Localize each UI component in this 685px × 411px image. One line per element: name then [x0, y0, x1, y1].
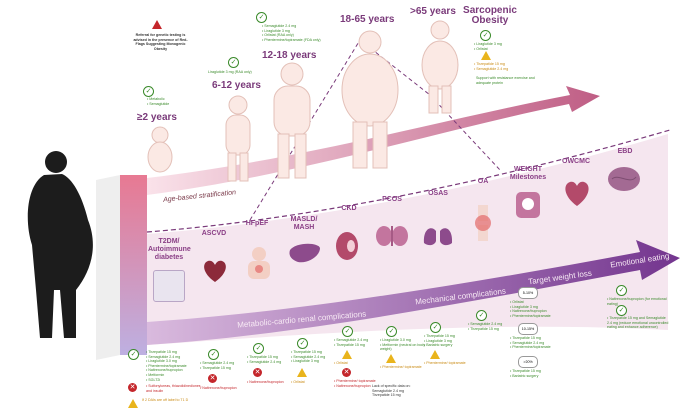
heart-vessels-icon: [565, 181, 589, 206]
age-label-6-12: 6-12 years: [212, 80, 261, 91]
condition-ebd-title: EBD: [617, 148, 633, 155]
child-figure-icon: [147, 126, 173, 173]
tier-badge: 10-15%: [518, 323, 538, 335]
hfpef-red-list: Naltrexone/bupropion: [243, 380, 291, 385]
check-icon: ✓: [228, 57, 239, 68]
dashed-band-boundary: [146, 129, 671, 233]
condition-masld-title: MASLD/ MASH: [290, 216, 318, 231]
age-label-sarcopenic: Sarcopenic Obesity: [463, 5, 517, 26]
weight-tier2-list: Tirzepatide 15 mgSemaglutide 2.4 mgPhent…: [506, 336, 560, 350]
ebd-green-list-2: Tirzepatide 15 mg and Semaglutide 2.4 mg…: [603, 316, 669, 330]
scale-icon: [516, 192, 540, 218]
tier-badge: 5-10%: [518, 287, 538, 299]
liver-icon: [289, 243, 320, 263]
osas-orange-list: Phentermine/ topiramate: [420, 361, 470, 366]
kidney-icon: [336, 232, 358, 260]
age-2-items: Metabolic Semaglutide: [143, 97, 202, 106]
check-icon: ✓: [208, 349, 219, 360]
condition-t2dm-title: T2DM/ Autoimmune diabetes: [148, 238, 191, 261]
sarcopenic-support: Support with resistance exercise and ade…: [476, 76, 535, 85]
age-label-2: ≥2 years: [137, 112, 177, 123]
x-icon: ✕: [208, 374, 217, 383]
age-label-12-18: 12-18 years: [262, 50, 317, 61]
check-icon: ✓: [386, 326, 397, 337]
ckd-orange-list: Orlistat: [330, 361, 380, 366]
warning-icon: [481, 51, 491, 60]
elderly-figure-icon: [421, 20, 459, 114]
person-silhouette-icon: [27, 151, 93, 338]
condition-weight-title: WEIGHT Milestones: [509, 166, 547, 181]
masld-orange-list: Orlistat: [287, 380, 335, 385]
adult-figure-icon: [341, 30, 399, 169]
teen-figure-icon: [273, 62, 311, 179]
check-icon: ✓: [253, 343, 264, 354]
condition-owcmc-title: OWCMC: [562, 158, 590, 165]
age-6-12-items: Liraglutide 3 mg (RAA only): [208, 70, 252, 74]
check-icon: ✓: [476, 310, 487, 321]
age-label-18-65: 18-65 years: [340, 14, 395, 25]
check-icon: ✓: [256, 12, 267, 23]
condition-hfpef-title: HFpEF: [245, 220, 269, 227]
warning-icon: [152, 20, 162, 29]
t2dm-orange-note: If 2 DAIs are off label to T1 D: [142, 398, 189, 402]
complications-arrow-shape: [147, 240, 680, 345]
perspective-funnel: [96, 175, 120, 360]
pcos-orange-list: Phentermine/ topiramate: [376, 365, 426, 370]
warning-icon: [128, 399, 138, 408]
x-icon: ✕: [253, 368, 262, 377]
pcos-note: Lack of specific data on: Semaglutide 2.…: [372, 384, 411, 398]
brain-icon: [608, 167, 640, 191]
tier-badge: >20%: [518, 356, 538, 368]
x-icon: ✕: [342, 368, 351, 377]
ovary-icon: [376, 226, 408, 246]
check-icon: ✓: [480, 30, 491, 41]
age-12-18-items: Semaglutide 2.4 mg Liraglutide 3 mg Orli…: [258, 24, 340, 42]
sarcopenic-orange-items: Tirzepatide 15 mg Semaglutide 2.4 mg: [470, 62, 534, 71]
ckd-red-list: Phentermine/ topiramateNaltrexone/buprop…: [330, 379, 380, 388]
pcos-green-list: Liraglutide 3.0 mgMetformin (neutral on …: [376, 338, 426, 352]
kid-figure-icon: [225, 95, 251, 182]
condition-pcos-title: PCOS: [382, 196, 402, 203]
ascvd-red-list: Naltrexone/bupropion: [196, 386, 244, 391]
left-gradient-bar: [120, 175, 147, 355]
x-icon: ✕: [128, 383, 137, 392]
sarcopenic-green-items: Liraglutide 3 mg Orlistat: [470, 42, 534, 51]
warning-icon: [430, 350, 440, 359]
check-icon: ✓: [143, 86, 154, 97]
lungs-icon: [423, 219, 453, 246]
condition-osas-title: OSAS: [428, 190, 448, 197]
glucose-meter-icon: [153, 270, 185, 302]
heart-icon: [204, 260, 226, 282]
check-icon: ✓: [342, 326, 353, 337]
warning-icon: [342, 350, 352, 359]
condition-ascvd-title: ASCVD: [201, 230, 227, 237]
check-icon: ✓: [430, 322, 441, 333]
patient-chest-icon: [248, 247, 270, 279]
check-icon: ✓: [297, 338, 308, 349]
hfpef-green-list: Tirzepatide 15 mgSemaglutide 2.4 mg: [243, 355, 291, 364]
condition-oa-title: OA: [477, 178, 489, 185]
weight-tier3-list: Tirzepatide 15 mgBariatric surgery: [506, 369, 560, 378]
referral-note: Referral for genetic testing is advised …: [133, 33, 188, 51]
condition-ckd-title: CKD: [341, 205, 357, 212]
warning-icon: [386, 354, 396, 363]
knee-joint-icon: [475, 205, 491, 241]
age-label-65: >65 years: [410, 6, 456, 17]
masld-green-list: Tirzepatide 15 mgSemaglutide 2.4 mgLirag…: [287, 350, 335, 364]
t2dm-red-list: Sulfonylureas, thiazolidinediones, and i…: [142, 384, 206, 393]
osas-green-list: Tirzepatide 15 mgLiraglutide 3 mgBariatr…: [420, 334, 470, 348]
t2dm-green-list: Tirzepatide 15 mgSemaglutide 2.4 mgLirag…: [142, 350, 206, 382]
check-icon: ✓: [128, 349, 139, 360]
warning-icon: [297, 368, 307, 377]
ebd-green-list: Naltrexone/bupropion (for emotional eati…: [603, 297, 669, 306]
weight-tier1-list: OrlistatLiraglutide 3 mgNaltrexone/bupro…: [506, 300, 560, 318]
check-icon: ✓: [616, 285, 627, 296]
check-icon: ✓: [616, 305, 627, 316]
